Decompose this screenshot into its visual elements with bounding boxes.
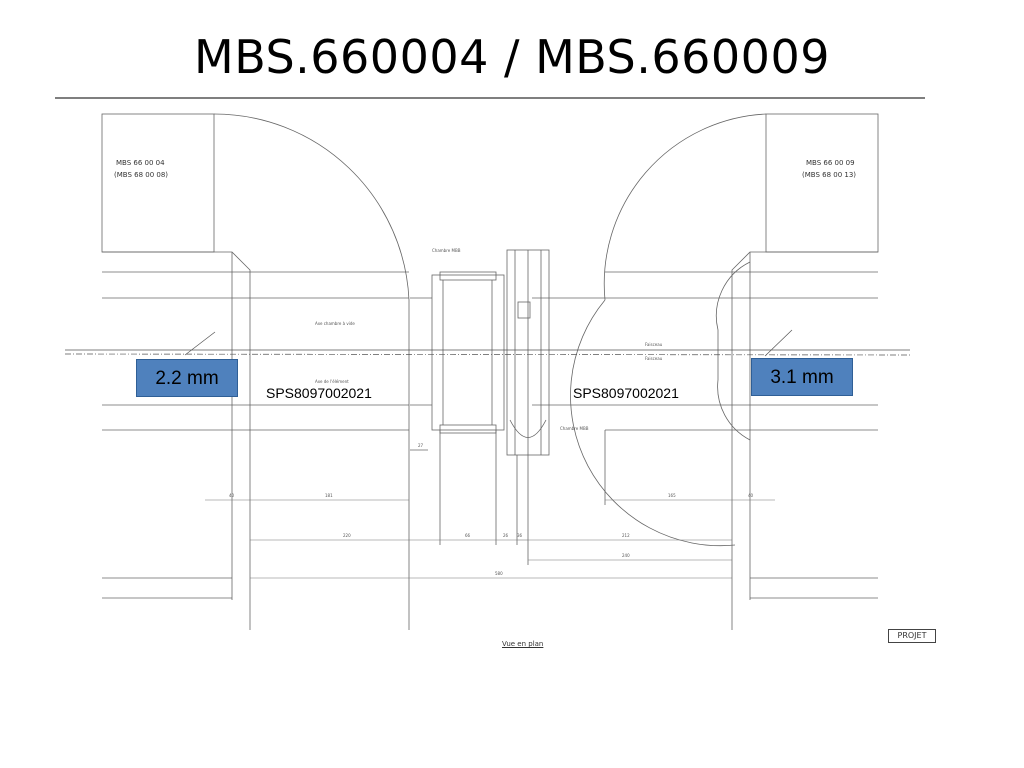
view-label: Vue en plan — [502, 640, 544, 648]
left-magnet-arc — [213, 113, 410, 301]
left-sps-reference: SPS8097002021 — [266, 385, 372, 401]
dimension-value: 220 — [343, 533, 351, 538]
dimension-value: 240 — [622, 553, 630, 558]
left-magnet-yoke-box — [101, 113, 215, 253]
dimension-value: 36 — [517, 533, 523, 538]
dimension-value: 26 — [503, 533, 509, 538]
dimension-value: 212 — [622, 533, 630, 538]
left-magnet-pole — [102, 251, 251, 630]
dimension-value: 580 — [495, 571, 503, 576]
chambre-top-label: Chambre MBB — [432, 248, 461, 253]
right-magnet-pole — [731, 251, 878, 630]
right-magnet-id-2: (MBS 68 00 13) — [802, 171, 856, 179]
right-magnet-arc — [603, 113, 767, 301]
axe-element-label: Axe de l'élément — [315, 379, 349, 384]
dimension-value: 40 — [229, 493, 235, 498]
left-magnet-id-1: MBS 66 00 04 — [116, 159, 165, 167]
axe-chambre-label: Axe chambre à vide — [315, 321, 355, 326]
left-offset-callout: 2.2 mm — [136, 359, 238, 397]
flange-body — [431, 274, 505, 431]
dimension-value: 181 — [325, 493, 333, 498]
faisceau-label-2: Faisceau — [645, 356, 663, 361]
dimension-value: 27 — [418, 443, 424, 448]
dimension-value: 40 — [748, 493, 754, 498]
dimension-value: 66 — [465, 533, 471, 538]
faisceau-label-1: Faisceau — [645, 342, 663, 347]
slide-title: MBS.660004 / MBS.660009 — [194, 30, 830, 84]
dimension-value: 165 — [668, 493, 676, 498]
right-offset-callout: 3.1 mm — [751, 358, 853, 396]
chambre-bottom-label: Chambre MBB — [560, 426, 589, 431]
right-magnet-yoke-box — [765, 113, 879, 253]
left-magnet-id-2: (MBS 68 00 08) — [114, 171, 168, 179]
right-magnet-id-1: MBS 66 00 09 — [806, 159, 855, 167]
right-sps-reference: SPS8097002021 — [573, 385, 679, 401]
projet-stamp: PROJET — [888, 629, 936, 643]
axis-line-2 — [64, 353, 911, 356]
